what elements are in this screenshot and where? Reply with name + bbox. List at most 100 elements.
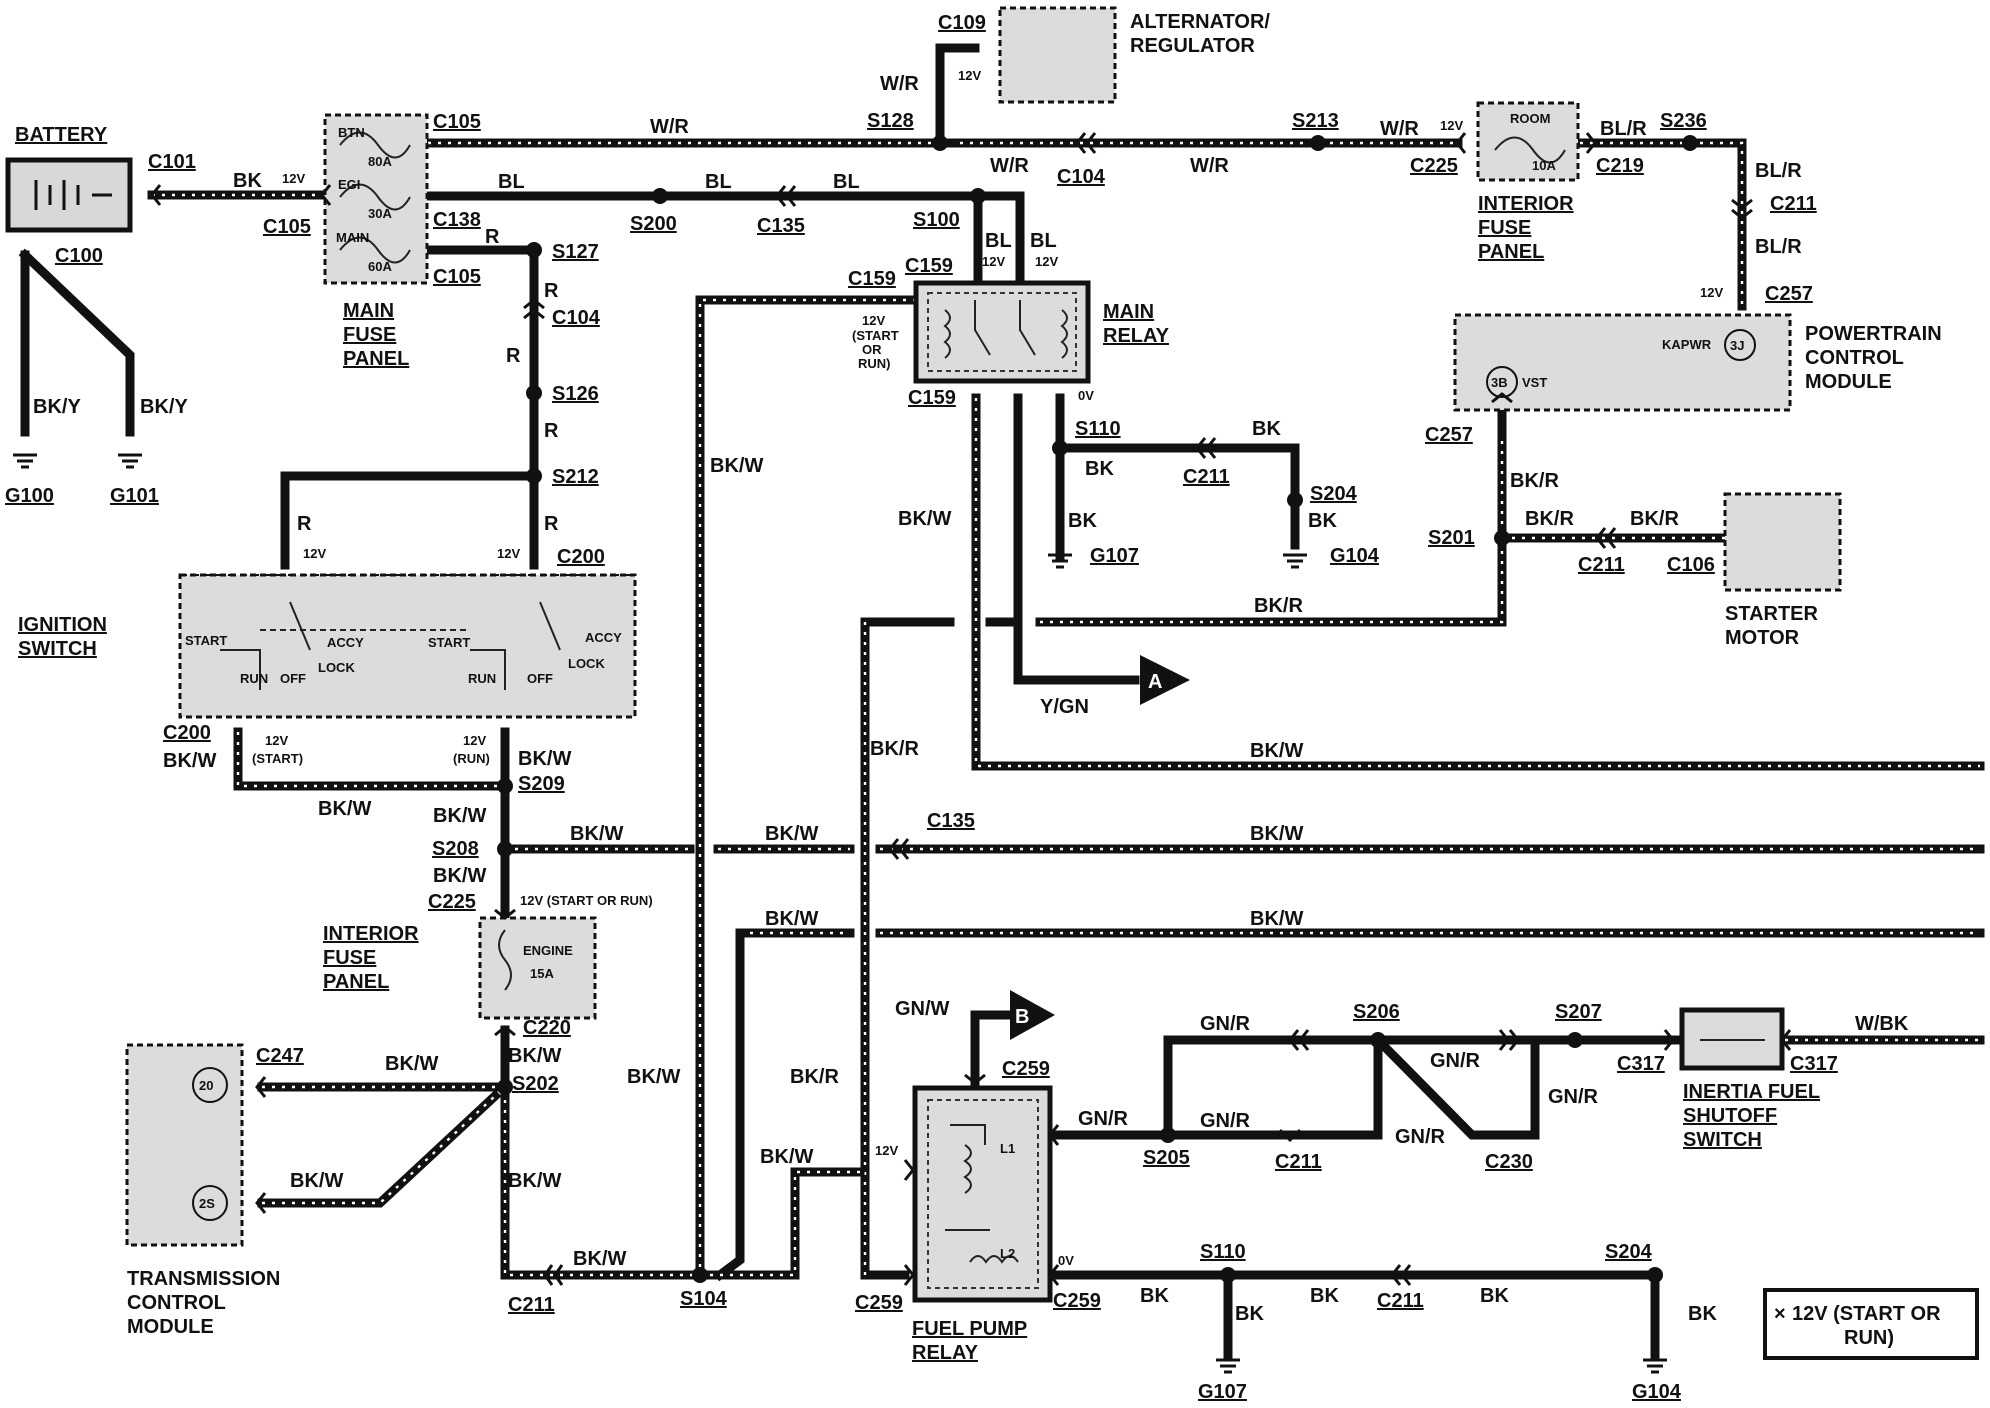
svg-text:BK/W: BK/W (570, 823, 623, 845)
fuse-btn: BTN (338, 125, 365, 140)
tcm-label-1: TRANSMISSION (127, 1268, 280, 1290)
svg-text:C104: C104 (1057, 166, 1106, 188)
interior-fuse-top-label-1: INTERIOR (1478, 193, 1574, 215)
svg-text:C200: C200 (557, 546, 605, 568)
svg-text:R: R (485, 226, 500, 248)
ignition-label-1: IGNITION (18, 614, 107, 636)
svg-text:W/R: W/R (1380, 118, 1419, 140)
svg-text:C211: C211 (1770, 193, 1817, 215)
svg-text:BK/W: BK/W (433, 865, 486, 887)
fuse-80a: 80A (368, 154, 392, 169)
ground-icon (1643, 1358, 1667, 1374)
svg-text:C230: C230 (1485, 1151, 1533, 1173)
relay-l2: L2 (1000, 1246, 1015, 1261)
ign-lock-1: LOCK (318, 660, 355, 675)
svg-text:12V: 12V (958, 68, 981, 83)
transmission-control-module (125, 1043, 244, 1247)
ign-start-2: START (428, 635, 470, 650)
svg-text:BK/W: BK/W (385, 1053, 438, 1075)
svg-text:C211: C211 (508, 1294, 555, 1316)
svg-text:S209: S209 (518, 773, 565, 795)
svg-text:R: R (544, 513, 559, 535)
svg-text:BK/R: BK/R (790, 1066, 839, 1088)
ign-lock-2: LOCK (568, 656, 605, 671)
ground-icon (118, 453, 142, 469)
svg-text:S204: S204 (1310, 483, 1358, 505)
starter-label-1: STARTER (1725, 603, 1819, 625)
svg-text:BK/R: BK/R (1510, 470, 1559, 492)
svg-text:C211: C211 (1275, 1151, 1322, 1173)
svg-text:12V: 12V (1440, 118, 1463, 133)
svg-text:C259: C259 (1002, 1058, 1050, 1080)
fuse-10a: 10A (1532, 158, 1556, 173)
svg-text:BK/R: BK/R (1525, 508, 1574, 530)
svg-text:C109: C109 (938, 12, 986, 34)
svg-text:S236: S236 (1660, 110, 1707, 132)
svg-text:S100: S100 (913, 209, 960, 231)
svg-text:BK/W: BK/W (318, 798, 371, 820)
fuse-main: MAIN (336, 230, 369, 245)
svg-text:C257: C257 (1425, 424, 1473, 446)
arrow-a-label: A (1148, 671, 1162, 693)
interior-fuse-top-label-3: PANEL (1478, 241, 1544, 263)
svg-text:BL/R: BL/R (1755, 236, 1802, 258)
main-fuse-panel (323, 113, 429, 285)
svg-text:C106: C106 (1667, 554, 1715, 576)
svg-text:W/R: W/R (1190, 155, 1229, 177)
svg-text:C159: C159 (908, 387, 956, 409)
main-fuse-panel-label-2: FUSE (343, 324, 396, 346)
svg-text:12V: 12V (463, 733, 486, 748)
svg-text:C259: C259 (1053, 1290, 1101, 1312)
svg-text:R: R (544, 420, 559, 442)
svg-text:C135: C135 (927, 810, 975, 832)
svg-text:W/R: W/R (650, 116, 689, 138)
ignition-switch (178, 573, 637, 719)
svg-text:GN/R: GN/R (1430, 1050, 1481, 1072)
tcm-pin-2s: 2S (199, 1196, 215, 1211)
legend-line2: RUN) (1844, 1327, 1894, 1349)
interior-fuse-bottom-label-2: FUSE (323, 947, 376, 969)
legend-box (1763, 1288, 1979, 1360)
alternator-regulator (998, 6, 1117, 104)
svg-text:W/BK: W/BK (1855, 1013, 1909, 1035)
pcm-pin-3b: 3B (1491, 375, 1508, 390)
svg-text:C247: C247 (256, 1045, 304, 1067)
svg-text:S208: S208 (432, 838, 479, 860)
pcm-pin-vst: VST (1522, 375, 1547, 390)
ignition-label-2: SWITCH (18, 638, 97, 660)
svg-text:(START): (START) (252, 751, 303, 766)
pcm-label-1: POWERTRAIN (1805, 323, 1942, 345)
svg-text:S126: S126 (552, 383, 599, 405)
battery-label: BATTERY (15, 124, 108, 146)
splices (497, 135, 1698, 1283)
svg-text:BK/R: BK/R (1630, 508, 1679, 530)
svg-text:12V: 12V (282, 171, 305, 186)
legend-mark: × (1774, 1303, 1786, 1325)
svg-text:S212: S212 (552, 466, 599, 488)
svg-text:BK/W: BK/W (508, 1170, 561, 1192)
svg-text:BK: BK (1310, 1285, 1339, 1307)
svg-text:12V (START OR RUN): 12V (START OR RUN) (520, 893, 653, 908)
svg-text:12V: 12V (1035, 254, 1058, 269)
svg-text:Y/GN: Y/GN (1040, 696, 1089, 718)
svg-text:BK/W: BK/W (290, 1170, 343, 1192)
svg-text:C105: C105 (433, 111, 481, 133)
pcm-label-2: CONTROL (1805, 347, 1904, 369)
svg-text:C101: C101 (148, 151, 196, 173)
svg-text:BK/R: BK/R (870, 738, 919, 760)
battery-icon (34, 180, 112, 210)
svg-text:R: R (297, 513, 312, 535)
ign-start-1: START (185, 633, 227, 648)
fuel-pump-relay (912, 1085, 1053, 1303)
interior-fuse-panel-top (1476, 101, 1580, 182)
svg-text:BK/W: BK/W (1250, 823, 1303, 845)
main-fuse-panel-label-3: PANEL (343, 348, 409, 370)
svg-text:BK/Y: BK/Y (33, 396, 81, 418)
ign-run-1: RUN (240, 671, 268, 686)
svg-text:C257: C257 (1765, 283, 1813, 305)
pcm-pin-3j: 3J (1730, 338, 1744, 353)
svg-text:S207: S207 (1555, 1001, 1602, 1023)
svg-text:W/R: W/R (880, 73, 919, 95)
ign-accy-1: ACCY (327, 635, 364, 650)
inertia-label-2: SHUTOFF (1683, 1105, 1777, 1127)
